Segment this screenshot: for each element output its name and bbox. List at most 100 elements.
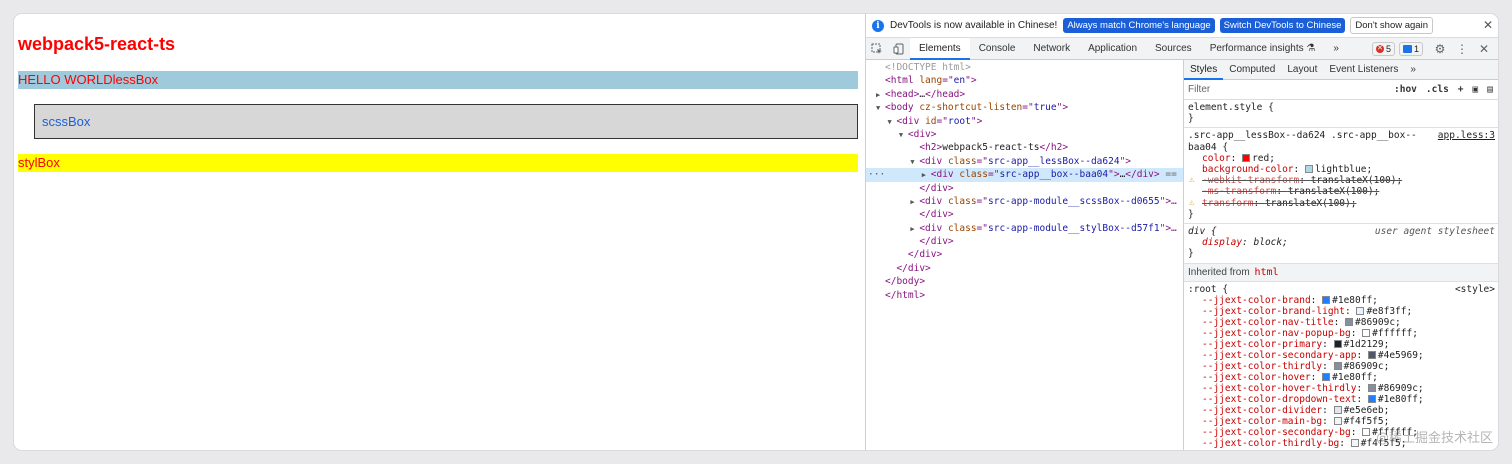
variable-value[interactable]: #1d2129;	[1343, 338, 1390, 350]
dom-node[interactable]: ▼<body cz-shortcut-listen="true">	[866, 101, 1183, 114]
tab-console[interactable]: Console	[978, 42, 1016, 54]
color-swatch[interactable]	[1350, 438, 1359, 447]
variable-value[interactable]: #86909c;	[1355, 316, 1401, 328]
variable-value[interactable]: #1e80ff;	[1332, 294, 1378, 306]
collapsed-triangle-icon[interactable]: ▶	[921, 171, 926, 180]
css-variable[interactable]: --jjext-color-hover: #1e80ff;	[1188, 372, 1495, 383]
kebab-menu-icon[interactable]: ⋮	[1455, 41, 1468, 56]
property-value[interactable]: translateX(100);	[1264, 197, 1357, 209]
dom-node[interactable]: </div>	[866, 182, 1183, 195]
expanded-triangle-icon[interactable]: ▼	[898, 130, 904, 139]
app-less-source-link[interactable]: app.less:3	[1437, 130, 1495, 142]
dom-node[interactable]: </div>	[866, 208, 1183, 221]
color-swatch[interactable]	[1333, 405, 1342, 414]
property-value[interactable]: translateX(100);	[1310, 175, 1403, 187]
color-swatch[interactable]	[1345, 317, 1354, 326]
dom-node[interactable]: </html>	[866, 289, 1183, 302]
variable-name[interactable]: --jjext-color-main-bg	[1202, 415, 1323, 427]
tab-sources[interactable]: Sources	[1155, 42, 1192, 54]
dom-node[interactable]: <h2>webpack5-react-ts</h2>	[866, 141, 1183, 154]
expanded-triangle-icon[interactable]: ▼	[876, 104, 881, 113]
variable-name[interactable]: --jjext-color-nav-title	[1202, 316, 1334, 328]
color-swatch[interactable]	[1367, 383, 1376, 392]
variable-value[interactable]: #86909c;	[1377, 382, 1424, 394]
more-actions-icon[interactable]: ···	[868, 169, 886, 181]
device-toolbar-icon[interactable]	[888, 38, 910, 60]
variable-value[interactable]: #ffffff;	[1372, 327, 1418, 339]
css-variable[interactable]: --jjext-color-main-bg: #f4f5f5;	[1188, 416, 1495, 427]
variable-name[interactable]: --jjext-color-thirdly-bg	[1202, 437, 1340, 449]
dom-node[interactable]: ▼<div id="root">	[866, 115, 1183, 128]
tab-computed[interactable]: Computed	[1229, 63, 1276, 75]
css-variable[interactable]: --jjext-color-thirdly-bg: #f4f5f5;	[1188, 438, 1495, 449]
property-name[interactable]: -webkit-transform	[1202, 175, 1300, 187]
color-swatch[interactable]	[1322, 372, 1331, 381]
tab-layout[interactable]: Layout	[1287, 63, 1318, 75]
variable-name[interactable]: --jjext-color-nav-popup-bg	[1202, 327, 1351, 339]
variable-value[interactable]: #1e80ff;	[1377, 393, 1424, 405]
css-variable[interactable]: --jjext-color-primary: #1d2129;	[1188, 339, 1495, 350]
property-name[interactable]: transform	[1202, 197, 1254, 209]
tab-elements[interactable]: Elements	[910, 37, 970, 60]
property-name[interactable]: color	[1202, 152, 1231, 164]
css-variable[interactable]: --jjext-color-nav-title: #86909c;	[1188, 317, 1495, 328]
cls-toggle[interactable]: .cls	[1425, 84, 1449, 95]
color-swatch[interactable]	[1242, 153, 1251, 162]
css-variable[interactable]: --jjext-color-secondary-bg: #ffffff;	[1188, 427, 1495, 438]
variable-name[interactable]: --jjext-color-brand-light	[1202, 305, 1345, 317]
css-variable[interactable]: --jjext-color-hover-thirdly: #86909c;	[1188, 383, 1495, 394]
variable-name[interactable]: --jjext-color-secondary-bg	[1202, 426, 1351, 438]
messages-badge[interactable]: 1	[1398, 41, 1423, 56]
color-swatch[interactable]	[1362, 328, 1371, 337]
dom-node[interactable]: <!DOCTYPE html>	[866, 61, 1183, 74]
variable-name[interactable]: --jjext-color-divider	[1202, 404, 1323, 416]
variable-name[interactable]: --jjext-color-primary	[1202, 338, 1323, 350]
close-devtools-icon[interactable]: ✕	[1478, 41, 1489, 56]
errors-badge[interactable]: ✕5	[1371, 41, 1395, 56]
dom-node[interactable]: <html lang="en">	[866, 74, 1183, 87]
css-property[interactable]: ⚠-webkit-transform: translateX(100);	[1188, 175, 1495, 186]
dom-node[interactable]: ▶<div class="src-app-module__scssBox--d0…	[866, 195, 1183, 208]
css-variable[interactable]: --jjext-color-divider: #e5e6eb;	[1188, 405, 1495, 416]
paint-bucket-icon[interactable]: ▣	[1472, 84, 1479, 95]
dom-node[interactable]: ··· ▶<div class="src-app__box--baa04">…<…	[866, 168, 1183, 182]
property-value[interactable]: lightblue;	[1314, 164, 1373, 176]
close-icon[interactable]: ✕	[1482, 18, 1493, 32]
tab-event-listeners[interactable]: Event Listeners	[1329, 63, 1399, 75]
dom-node[interactable]: ▶<head>…</head>	[866, 88, 1183, 101]
property-value[interactable]: translateX(100);	[1287, 186, 1380, 198]
tab-application[interactable]: Application	[1088, 42, 1137, 54]
variable-name[interactable]: --jjext-color-thirdly	[1202, 360, 1323, 372]
css-variable[interactable]: --jjext-color-dropdown-text: #1e80ff;	[1188, 394, 1495, 405]
variable-value[interactable]: #ffffff;	[1372, 426, 1418, 438]
css-property[interactable]: color: red;	[1188, 153, 1495, 164]
dom-node[interactable]: </div>	[866, 248, 1183, 261]
variable-value[interactable]: #1e80ff;	[1332, 371, 1378, 383]
color-swatch[interactable]	[1304, 165, 1313, 174]
color-swatch[interactable]	[1367, 394, 1376, 403]
expanded-triangle-icon[interactable]: ▼	[887, 117, 892, 126]
css-variable[interactable]: --jjext-color-thirdly: #86909c;	[1188, 361, 1495, 372]
variable-name[interactable]: --jjext-color-brand	[1202, 294, 1311, 306]
css-property[interactable]: background-color: lightblue;	[1188, 164, 1495, 175]
css-property[interactable]: -ms-transform: translateX(100);	[1188, 186, 1495, 197]
tab-network[interactable]: Network	[1033, 42, 1071, 54]
property-value[interactable]: red;	[1252, 152, 1275, 164]
tab-styles[interactable]: Styles	[1184, 60, 1224, 80]
property-name[interactable]: background-color	[1202, 164, 1294, 176]
css-variable[interactable]: --jjext-color-nav-popup-bg: #ffffff;	[1188, 328, 1495, 339]
dom-node[interactable]: </body>	[866, 275, 1183, 288]
tab-performance-insights[interactable]: Performance insights ⚗	[1201, 38, 1325, 60]
variable-value[interactable]: #86909c;	[1343, 360, 1390, 372]
variable-name[interactable]: --jjext-color-secondary-app	[1202, 349, 1357, 361]
hov-toggle[interactable]: :hov	[1394, 84, 1417, 95]
color-swatch[interactable]	[1362, 427, 1371, 436]
css-property[interactable]: ⚠transform: translateX(100);	[1188, 198, 1495, 209]
color-swatch[interactable]	[1333, 416, 1342, 425]
dom-node[interactable]: ▼<div>	[866, 128, 1183, 141]
variable-name[interactable]: --jjext-color-hover	[1202, 371, 1311, 383]
variable-value[interactable]: #f4f5f5;	[1343, 415, 1390, 427]
collapsed-triangle-icon[interactable]: ▶	[910, 197, 915, 206]
switch-to-chinese-button[interactable]: Switch DevTools to Chinese	[1219, 18, 1346, 33]
color-swatch[interactable]	[1322, 295, 1331, 304]
